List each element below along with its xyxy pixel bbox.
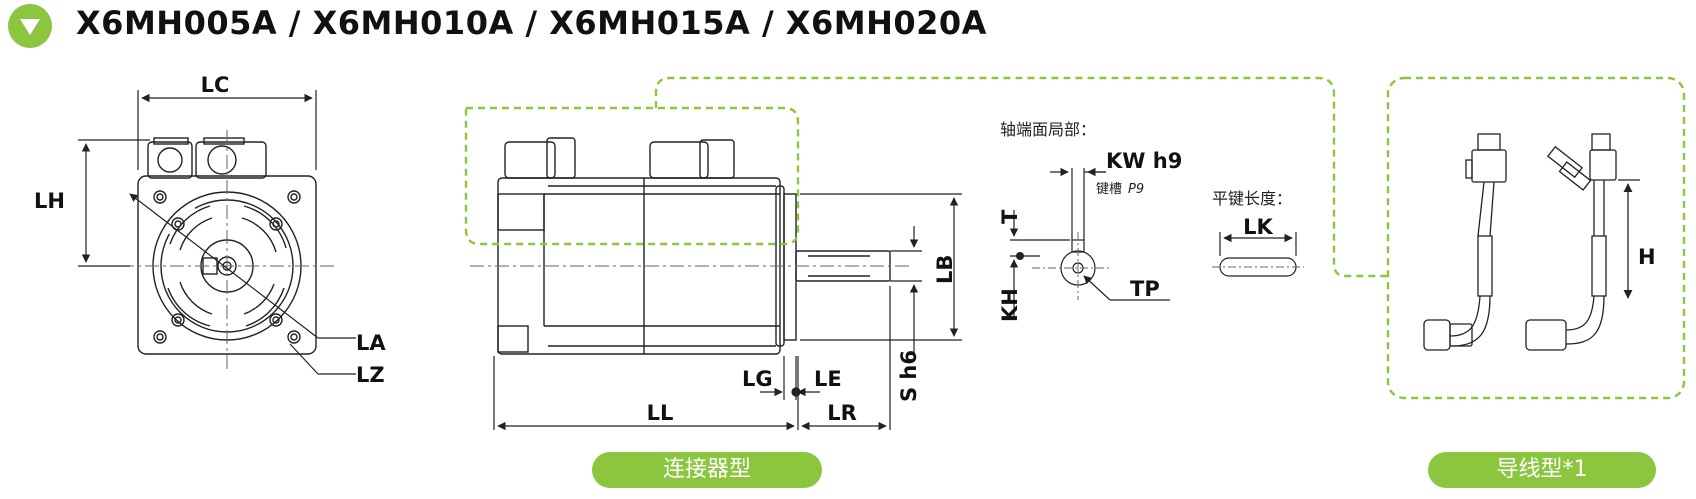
note-shaft-end: 轴端面局部：: [1000, 120, 1096, 139]
dim-lb: LB: [933, 255, 957, 284]
dim-lg: LG: [742, 367, 773, 391]
dim-s: S h6: [897, 350, 921, 402]
dim-kh: KH: [998, 288, 1022, 322]
lead-cables: [1423, 133, 1640, 351]
note-keyway: 键槽: [1096, 182, 1122, 197]
dim-le: LE: [814, 367, 842, 391]
header: X6MH005A / X6MH010A / X6MH015A / X6MH020…: [0, 0, 1696, 50]
dim-lk: LK: [1243, 215, 1273, 239]
note-key-length: 平键长度：: [1212, 189, 1292, 208]
dim-ll: LL: [647, 401, 674, 425]
dim-lr: LR: [827, 401, 857, 425]
page-title: X6MH005A / X6MH010A / X6MH015A / X6MH020…: [76, 4, 987, 42]
dim-tp: TP: [1130, 277, 1160, 301]
connector-type-label: 连接器型: [592, 452, 822, 488]
dim-h: H: [1638, 245, 1656, 269]
front-view: [137, 137, 317, 355]
note-keyway-p9: P9: [1128, 182, 1144, 197]
side-view: [497, 137, 891, 355]
dim-lh: LH: [34, 189, 65, 213]
dim-t: T: [998, 209, 1022, 224]
dim-la: LA: [356, 331, 386, 355]
dim-lc: LC: [201, 73, 230, 97]
dim-lz: LZ: [356, 363, 385, 387]
connector-right: [195, 141, 267, 179]
dim-kw: KW h9: [1106, 149, 1182, 173]
shaft-end-detail: [1009, 167, 1170, 320]
triangle-down-icon: [20, 19, 40, 35]
connector-left: [147, 141, 193, 179]
lead-type-label: 导线型*1: [1428, 452, 1656, 488]
section-badge: [8, 4, 52, 48]
